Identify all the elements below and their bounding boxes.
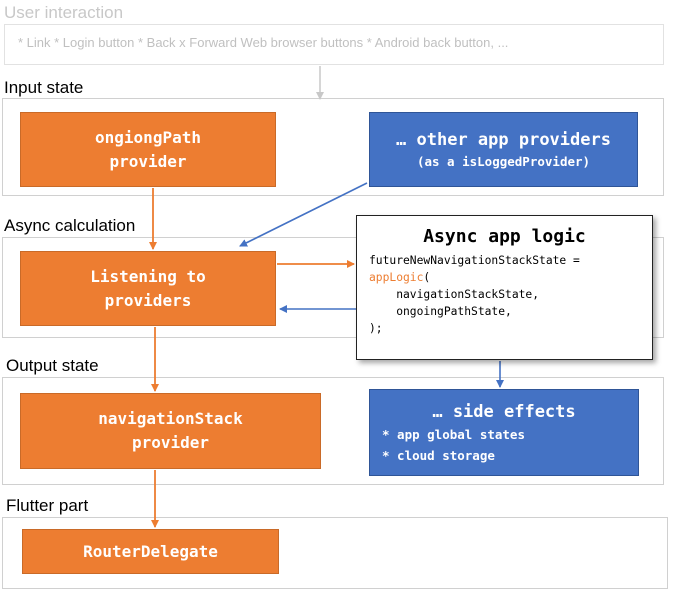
code-arg: navigationStackState,	[369, 288, 540, 301]
other-app-providers-box: … other app providers (as a isLoggedProv…	[369, 112, 638, 187]
section-label-flutter-part: Flutter part	[6, 496, 89, 515]
async-app-logic-code: futureNewNavigationStackState = appLogic…	[369, 252, 580, 337]
listening-to-providers-box: Listening to providers	[20, 251, 276, 326]
router-delegate-box: RouterDelegate	[22, 529, 279, 574]
side-effects-title: … side effects	[432, 401, 576, 422]
navigation-stack-provider-box: navigationStack provider	[20, 393, 321, 469]
side-effects-item: * app global states	[382, 426, 525, 442]
side-effects-list: * app global states * cloud storage	[370, 424, 525, 466]
other-providers-title: … other app providers	[396, 129, 611, 150]
navigation-stack-line-1: navigationStack	[98, 409, 243, 428]
listening-line-2: providers	[104, 290, 192, 310]
section-label-input-state: Input state	[4, 78, 84, 97]
listening-line-1: Listening to	[90, 266, 206, 286]
router-delegate-label: RouterDelegate	[83, 541, 218, 561]
code-arg: ongoingPathState,	[369, 305, 512, 318]
side-effects-box: … side effects * app global states * clo…	[369, 389, 639, 476]
ongoing-path-line-2: provider	[109, 151, 187, 171]
section-label-user-interaction: User interaction	[4, 3, 124, 22]
code-close: );	[369, 322, 383, 335]
section-label-output-state: Output state	[6, 356, 99, 375]
side-effects-item: * cloud storage	[382, 447, 495, 463]
code-line: futureNewNavigationStackState =	[369, 254, 580, 267]
code-paren: (	[423, 271, 431, 284]
user-interaction-examples: * Link * Login button * Back x Forward W…	[18, 35, 509, 50]
arrow-other-providers-to-listening	[239, 182, 368, 247]
app-logic-function-name: appLogic	[369, 271, 424, 284]
user-interaction-panel: * Link * Login button * Back x Forward W…	[4, 24, 664, 65]
ongoing-path-provider-box: ongiongPath provider	[20, 112, 276, 187]
async-app-logic-card: Async app logic futureNewNavigationStack…	[356, 215, 653, 360]
ongoing-path-line-1: ongiongPath	[95, 127, 201, 147]
section-label-async-calculation: Async calculation	[4, 216, 136, 235]
async-app-logic-title: Async app logic	[423, 226, 586, 247]
navigation-stack-line-2: provider	[131, 433, 210, 452]
other-providers-subtitle: (as a isLoggedProvider)	[416, 153, 591, 169]
